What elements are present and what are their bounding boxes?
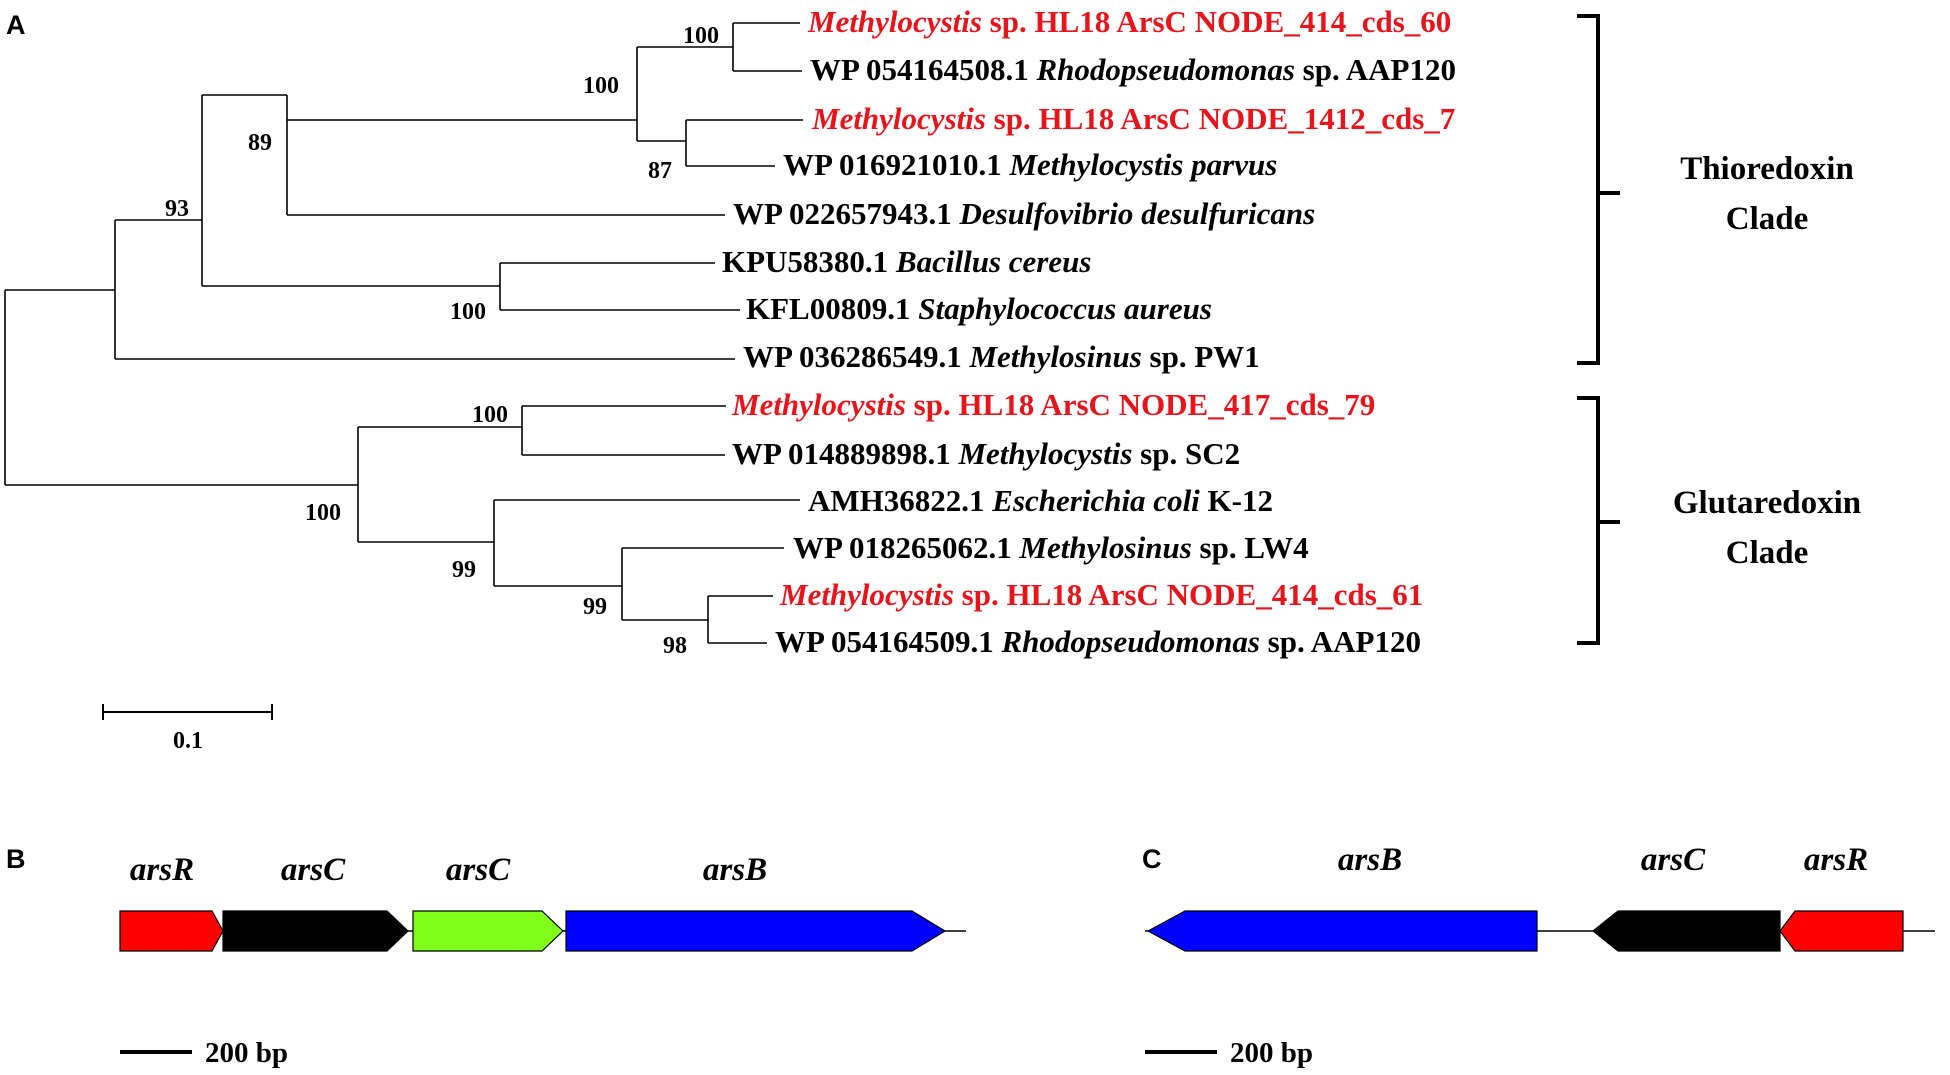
glutaredoxin-bracket	[1577, 396, 1620, 645]
taxon-suffix: K-12	[1200, 483, 1273, 518]
operon-c-arsR-arrow	[1779, 910, 1904, 952]
taxon-species: Bacillus cereus	[895, 244, 1091, 279]
taxon-species: Rhodopseudomonas	[1035, 52, 1294, 87]
taxon-accession: WP 054164509.1	[775, 624, 1001, 659]
taxon-label: WP 054164509.1 Rhodopseudomonas sp. AAP1…	[775, 624, 1421, 659]
taxon-label: KPU58380.1 Bacillus cereus	[722, 244, 1091, 279]
taxon-label: Methylocystis sp. HL18 ArsC NODE_414_cds…	[779, 577, 1423, 612]
taxon-label: WP 022657943.1 Desulfovibrio desulfurica…	[733, 196, 1315, 231]
panel-label-a: A	[6, 10, 26, 40]
taxon-suffix: sp. HL18 ArsC NODE_414_cds_60	[982, 4, 1451, 39]
operon-c-arsB-arrow	[1146, 910, 1538, 952]
taxon-species: Methylocystis	[957, 436, 1132, 471]
taxon-accession: WP 036286549.1	[743, 339, 969, 374]
operon-b-gene-label: arsB	[703, 852, 767, 888]
bootstrap-label: 99	[583, 594, 607, 620]
operon-c-gene-label: arsC	[1641, 842, 1706, 878]
taxon-label: Methylocystis sp. HL18 ArsC NODE_1412_cd…	[811, 101, 1455, 136]
taxon-accession: WP 018265062.1	[793, 530, 1019, 565]
bootstrap-label: 100	[472, 402, 508, 428]
taxon-label: Methylocystis sp. HL18 ArsC NODE_414_cds…	[807, 4, 1451, 39]
taxon-species: Staphylococcus aureus	[918, 291, 1212, 326]
operon-c-gene-label: arsB	[1338, 842, 1402, 878]
taxon-species: Rhodopseudomonas	[1000, 624, 1259, 659]
operon-b-scale-label: 200 bp	[205, 1037, 288, 1069]
taxon-labels: Methylocystis sp. HL18 ArsC NODE_414_cds…	[722, 4, 1456, 659]
panel-label-c: C	[1142, 844, 1162, 874]
taxon-suffix: sp. AAP120	[1295, 52, 1456, 87]
taxon-label: WP 016921010.1 Methylocystis parvus	[783, 147, 1277, 182]
operon-b-arsB-arrow	[565, 910, 947, 952]
operon-b-arsC-arrow-1	[222, 910, 409, 952]
operon-b-arsC-arrow-2	[412, 910, 564, 952]
taxon-species: Methylocystis	[779, 577, 954, 612]
taxon-species: Methylosinus	[1018, 530, 1191, 565]
taxon-label: KFL00809.1 Staphylococcus aureus	[746, 291, 1212, 326]
thioredoxin-clade-label-2: Clade	[1726, 201, 1809, 237]
thioredoxin-bracket	[1577, 14, 1620, 365]
bootstrap-label: 93	[165, 196, 189, 222]
taxon-suffix: sp. PW1	[1142, 339, 1260, 374]
operon-b-gene-label: arsR	[130, 852, 194, 888]
taxon-species: Escherichia coli	[991, 483, 1200, 518]
taxon-label: WP 054164508.1 Rhodopseudomonas sp. AAP1…	[810, 52, 1456, 87]
taxon-species: Desulfovibrio desulfuricans	[958, 196, 1315, 231]
taxon-species: Methylocystis parvus	[1008, 147, 1277, 182]
taxon-species: Methylocystis	[731, 387, 906, 422]
bootstrap-label: 98	[663, 633, 687, 659]
glutaredoxin-clade-label: Glutaredoxin	[1673, 485, 1861, 521]
taxon-label: WP 018265062.1 Methylosinus sp. LW4	[793, 530, 1309, 565]
taxon-accession: KPU58380.1	[722, 244, 896, 279]
taxon-label: AMH36822.1 Escherichia coli K-12	[808, 483, 1273, 518]
bootstrap-label: 100	[583, 73, 619, 99]
taxon-label: WP 014889898.1 Methylocystis sp. SC2	[732, 436, 1240, 471]
taxon-suffix: sp. LW4	[1192, 530, 1309, 565]
bootstrap-label: 100	[305, 500, 341, 526]
taxon-suffix: sp. HL18 ArsC NODE_1412_cds_7	[986, 101, 1455, 136]
bootstrap-label: 87	[648, 158, 672, 184]
taxon-label: Methylocystis sp. HL18 ArsC NODE_417_cds…	[731, 387, 1375, 422]
bootstrap-label: 89	[248, 130, 272, 156]
taxon-accession: AMH36822.1	[808, 483, 992, 518]
taxon-species: Methylocystis	[811, 101, 986, 136]
operon-b-gene-label: arsC	[446, 852, 511, 888]
tree-scale-label: 0.1	[173, 728, 203, 754]
operon-c-gene-label: arsR	[1804, 842, 1868, 878]
taxon-species: Methylocystis	[807, 4, 982, 39]
tree-scale-bar	[102, 704, 273, 720]
taxon-species: Methylosinus	[968, 339, 1141, 374]
taxon-accession: WP 014889898.1	[732, 436, 958, 471]
bootstrap-label: 99	[452, 557, 476, 583]
taxon-accession: WP 022657943.1	[733, 196, 959, 231]
taxon-accession: WP 054164508.1	[810, 52, 1036, 87]
taxon-suffix: sp. HL18 ArsC NODE_414_cds_61	[954, 577, 1423, 612]
operon-b-gene-label: arsC	[281, 852, 346, 888]
operon-c-arsC-arrow	[1592, 910, 1781, 952]
glutaredoxin-clade-label-2: Clade	[1726, 535, 1809, 571]
taxon-suffix: sp. SC2	[1132, 436, 1240, 471]
taxon-accession: WP 016921010.1	[783, 147, 1009, 182]
bootstrap-label: 100	[450, 299, 486, 325]
panel-label-b: B	[6, 844, 26, 874]
thioredoxin-clade-label: Thioredoxin	[1680, 151, 1854, 187]
taxon-suffix: sp. HL18 ArsC NODE_417_cds_79	[906, 387, 1375, 422]
operon-b-arsR-arrow	[119, 910, 224, 952]
tree-branches	[4, 22, 803, 644]
bootstrap-label: 100	[683, 23, 719, 49]
taxon-accession: KFL00809.1	[746, 291, 918, 326]
taxon-suffix: sp. AAP120	[1260, 624, 1421, 659]
taxon-label: WP 036286549.1 Methylosinus sp. PW1	[743, 339, 1260, 374]
operon-c-scale-label: 200 bp	[1230, 1037, 1313, 1069]
